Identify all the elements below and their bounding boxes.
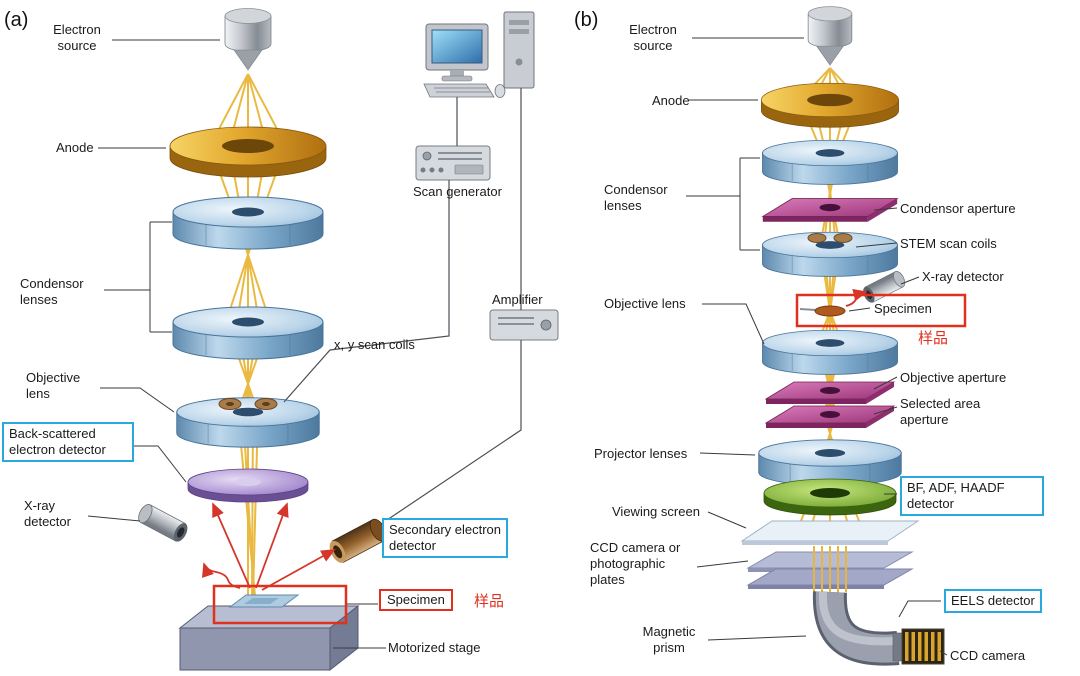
condensor-lens-1-a <box>172 196 324 250</box>
label-viewing-screen-b: Viewing screen <box>612 504 700 519</box>
motorized-stage-a-graphic <box>178 604 360 672</box>
label-condensor-lenses-b: Condensor lenses <box>604 182 668 213</box>
panel-a-tag: (a) <box>4 9 29 31</box>
panel-b-tag: (b) <box>574 9 599 31</box>
label-eels-detector-b: EELS detector <box>944 589 1042 613</box>
label-lines-a <box>87 39 386 649</box>
label-anode-a: Anode <box>56 140 94 155</box>
selected-area-aperture-b-graphic <box>765 405 895 429</box>
bf-adf-haadf-detector-b-graphic <box>763 478 897 516</box>
objective-lens-a-graphic <box>176 397 320 448</box>
viewing-screen-b-graphic <box>740 520 920 545</box>
label-anode-b: Anode <box>652 93 690 108</box>
label-ccd-or-plates-b: CCD camera or photographic plates <box>590 540 681 587</box>
electron-source-a-graphic <box>224 8 272 71</box>
scan-generator-a-graphic <box>415 145 491 181</box>
computer-a-graphic <box>423 11 535 98</box>
label-stem-scan-coils-b: STEM scan coils <box>900 236 997 251</box>
anode-a-graphic <box>169 126 327 178</box>
secondary-detector-a-graphic <box>325 516 391 566</box>
label-amplifier-a: Amplifier <box>492 292 543 307</box>
scan-coils-a <box>218 398 278 410</box>
condensor-lens-1-b <box>762 139 898 185</box>
label-condensor-aperture-b: Condensor aperture <box>900 201 1016 216</box>
stem-scan-coils-b-graphic <box>807 233 853 243</box>
label-motorized-stage-a: Motorized stage <box>388 640 481 655</box>
label-magnetic-prism-b: Magnetic prism <box>642 624 696 655</box>
amplifier-a-graphic <box>489 309 559 341</box>
xray-signal-b <box>845 288 868 307</box>
label-lines-b <box>686 37 948 656</box>
bse-detector-a-graphic <box>187 468 309 503</box>
label-condensor-lenses-a: Condensor lenses <box>20 276 84 307</box>
label-objective-lens-b: Objective lens <box>604 296 686 311</box>
ccd-camera-b-graphic <box>892 628 945 665</box>
condensor-lens-2-a <box>172 306 324 360</box>
objective-aperture-b-graphic <box>765 381 895 405</box>
condensor-lens-2-b <box>762 231 898 277</box>
specimen-highlight-a <box>212 584 348 625</box>
label-electron-source-b: Electron source <box>629 22 677 53</box>
label-xray-detector-b: X-ray detector <box>922 269 1004 284</box>
label-bf-adf-haadf-b: BF, ADF, HAADF detector <box>900 476 1044 516</box>
label-specimen-a: Specimen <box>379 589 453 611</box>
signal-arrows-a <box>202 502 336 591</box>
magnetic-prism-b-graphic <box>812 591 900 666</box>
xray-detector-b-graphic <box>860 269 908 305</box>
post-screen-beam-b <box>813 546 847 598</box>
label-scan-generator-a: Scan generator <box>413 184 502 199</box>
label-specimen-zh-a: 样品 <box>474 593 505 610</box>
specimen-a-graphic <box>228 594 300 608</box>
panel-b-graphics <box>686 6 967 666</box>
label-electron-source-a: Electron source <box>53 22 101 53</box>
specimen-b-graphic <box>799 305 846 317</box>
label-specimen-zh-b: 样品 <box>918 330 949 347</box>
label-objective-lens-a: Objective lens <box>26 370 81 401</box>
specimen-highlight-b <box>795 293 967 328</box>
xray-detector-a-graphic <box>135 501 191 545</box>
label-projector-lenses-b: Projector lenses <box>594 446 688 461</box>
label-back-scattered-detector-a: Back-scattered electron detector <box>2 422 134 462</box>
signal-wires-a <box>283 88 522 523</box>
label-objective-aperture-b: Objective aperture <box>900 370 1007 385</box>
anode-b-graphic <box>760 82 900 128</box>
label-secondary-detector-a: Secondary electron detector <box>382 518 508 558</box>
panel-a-graphics <box>87 8 559 672</box>
label-specimen-b: Specimen <box>874 301 932 316</box>
objective-lens-b-graphic <box>762 329 898 375</box>
electron-source-b-graphic <box>807 6 853 66</box>
label-scan-coils-a: x, y scan coils <box>334 337 415 352</box>
label-xray-detector-a: X-ray detector <box>24 498 71 529</box>
label-ccd-camera-b: CCD camera <box>950 648 1026 663</box>
label-selected-area-aperture-b: Selected area aperture <box>900 396 981 427</box>
